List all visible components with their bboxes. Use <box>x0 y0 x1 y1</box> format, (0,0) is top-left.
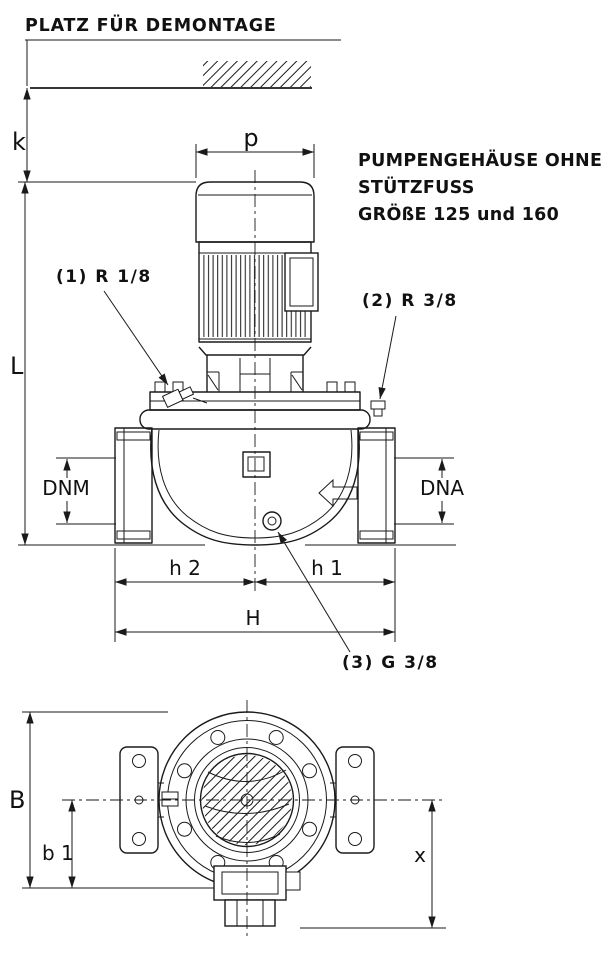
dim-B-label: B <box>9 786 25 814</box>
top-view <box>62 700 446 938</box>
cable-gland <box>285 871 301 891</box>
gauge-plug <box>370 400 386 410</box>
note-line-2: STÜTZFUSS <box>358 176 475 198</box>
nameplate-boss <box>242 451 271 478</box>
dim-b1-label: b 1 <box>42 841 74 865</box>
dim-x: x <box>300 800 446 929</box>
fan-cover <box>195 181 315 243</box>
dim-dna-label: DNA <box>420 476 464 500</box>
dim-h1-label: h 1 <box>311 556 343 580</box>
dim-b1: b 1 <box>42 800 76 888</box>
vent-valve <box>161 386 195 408</box>
support-foot <box>224 899 276 927</box>
header: PLATZ FÜR DEMONTAGE <box>25 14 341 41</box>
dim-dna: DNA <box>394 457 464 525</box>
dim-dnm: DNM <box>42 457 116 525</box>
flow-arrow-icon <box>318 478 358 508</box>
dim-H-label: H <box>245 606 260 630</box>
dim-L-label: L <box>10 352 24 380</box>
motor-elevation <box>195 170 319 592</box>
dim-h2-label: h 2 <box>169 556 201 580</box>
dim-dnm-label: DNM <box>42 476 90 500</box>
page-title: PLATZ FÜR DEMONTAGE <box>25 14 277 36</box>
pump-casing-elevation <box>114 381 396 546</box>
note-line-3: GRÖßE 125 und 160 <box>358 203 559 225</box>
drain-plug <box>262 511 282 531</box>
note-line-1: PUMPENGEHÄUSE OHNE <box>358 149 602 171</box>
callout-3-label: (3) G 3/8 <box>342 653 439 673</box>
dim-p: p <box>195 124 315 178</box>
dim-p-label: p <box>243 124 258 152</box>
note-block: PUMPENGEHÄUSE OHNE STÜTZFUSS GRÖßE 125 u… <box>358 149 602 225</box>
casing-top-flange <box>139 409 371 430</box>
dim-k-label: k <box>12 128 26 156</box>
dim-k: k <box>12 40 31 182</box>
flange-right <box>357 427 396 544</box>
callout-1-label: (1) R 1/8 <box>56 267 152 287</box>
callout-2-label: (2) R 3/8 <box>362 291 458 311</box>
callout-2: (2) R 3/8 <box>362 291 458 400</box>
flange-left <box>114 427 153 544</box>
top-view-terminal-box <box>213 865 301 927</box>
bolt-holes <box>177 730 317 870</box>
dim-h: h 2 h 1 <box>114 548 396 642</box>
ceiling-hatch <box>30 61 312 89</box>
callout-1: (1) R 1/8 <box>56 267 169 386</box>
dim-x-label: x <box>414 843 426 867</box>
callout-3: (3) G 3/8 <box>277 531 439 673</box>
dim-L: L <box>10 181 456 546</box>
volute-outline <box>150 427 360 546</box>
dim-B: B <box>9 711 214 889</box>
dim-H: H <box>115 606 395 636</box>
